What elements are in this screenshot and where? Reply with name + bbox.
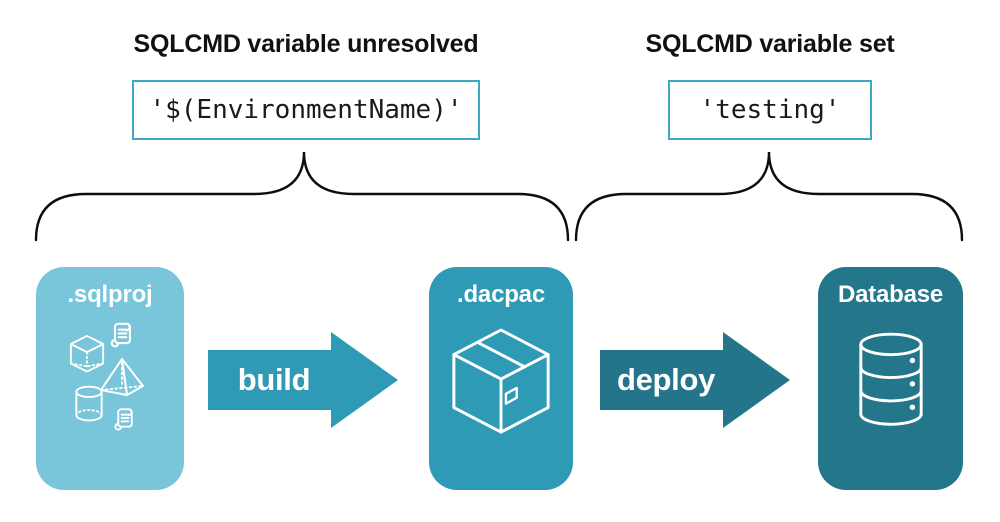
build-arrow-label: build [237,362,311,397]
brace-right-icon [574,151,964,242]
heading-sqlcmd-unresolved: SQLCMD variable unresolved [133,30,479,58]
deploy-arrow: deploy [600,332,790,428]
arrow-shape [208,332,398,428]
node-sqlproj-label: .sqlproj [67,281,153,308]
heading-sqlcmd-set: SQLCMD variable set [645,30,895,58]
deploy-arrow-label: deploy [616,362,716,397]
node-database-label: Database [837,281,944,308]
node-sqlproj: .sqlproj [36,267,184,490]
build-arrow: build [208,332,398,428]
package-icon [447,325,555,443]
script-icon [108,319,138,349]
database-icon [854,331,928,427]
script-icon [112,405,139,432]
code-box-testing: 'testing' [668,80,872,140]
code-text-environment-name: '$(EnvironmentName)' [149,95,463,125]
node-dacpac-label: .dacpac [457,281,545,308]
code-box-environment-name: '$(EnvironmentName)' [132,80,480,140]
arrow-shape [600,332,790,428]
code-text-testing: 'testing' [699,95,841,125]
node-dacpac: .dacpac [429,267,573,490]
cylinder-icon [74,385,104,423]
cube-icon [68,333,106,375]
node-database: Database [818,267,963,490]
brace-left-icon [34,151,570,242]
pyramid-icon [100,357,144,397]
